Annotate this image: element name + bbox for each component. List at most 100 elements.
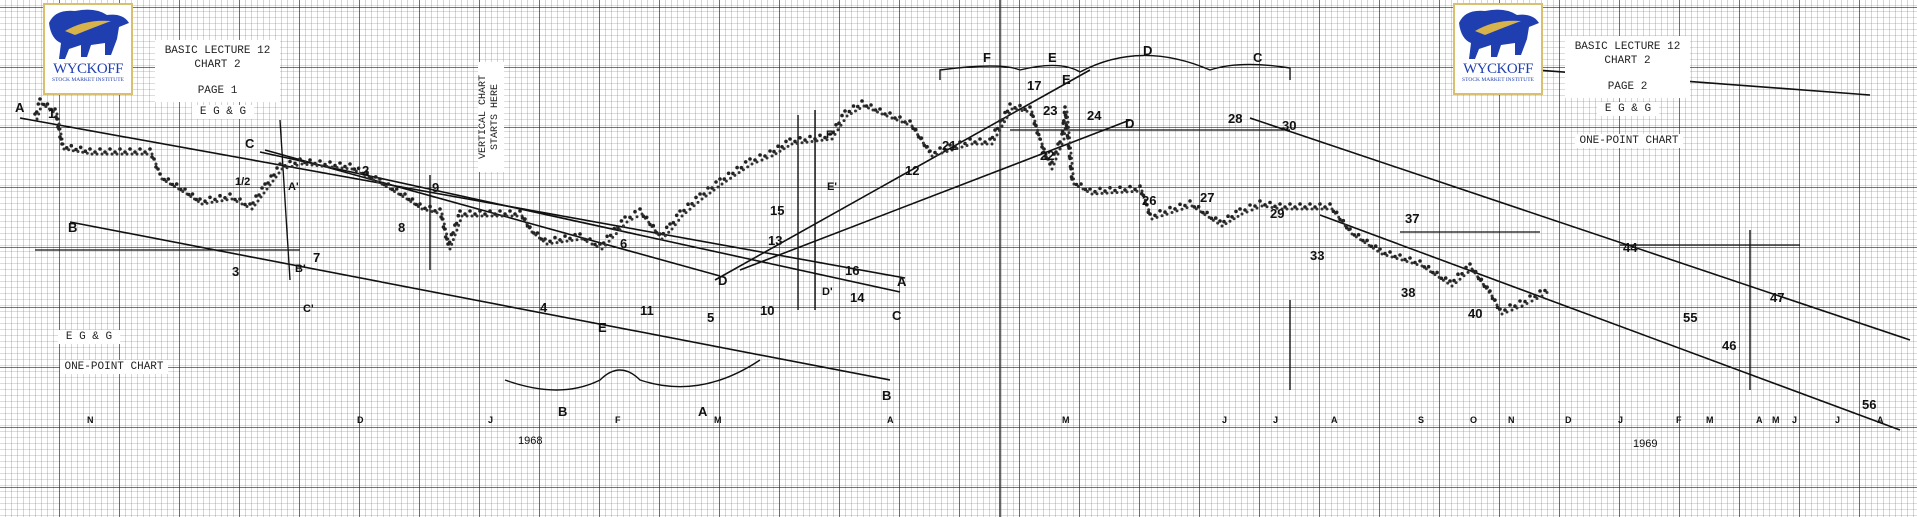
pf-point — [478, 209, 482, 213]
pf-point — [990, 142, 994, 146]
pf-point — [1090, 192, 1094, 196]
pf-point — [630, 217, 634, 221]
pf-point — [235, 200, 239, 203]
pf-point — [1433, 273, 1437, 277]
pf-point — [480, 214, 484, 218]
pf-point — [120, 152, 124, 156]
month-tick: F — [615, 415, 621, 425]
pf-point — [1310, 207, 1314, 211]
pf-point — [601, 241, 606, 245]
pf-point — [1083, 187, 1088, 192]
pf-point — [470, 214, 474, 218]
pf-point — [810, 140, 814, 143]
pf-point — [798, 136, 802, 140]
pf-point — [628, 215, 632, 220]
stock-name-page1: E G & G — [192, 105, 254, 119]
pf-point — [1493, 298, 1497, 302]
pf-point — [1458, 277, 1462, 281]
pf-point — [328, 160, 332, 164]
pf-point — [774, 152, 778, 156]
pf-point — [179, 187, 183, 192]
pf-point — [1163, 210, 1167, 214]
pf-point — [698, 192, 702, 196]
pf-point — [1385, 254, 1389, 257]
pf-point — [945, 150, 949, 153]
pf-point — [253, 203, 257, 207]
pf-point — [963, 141, 967, 146]
pf-point — [105, 152, 109, 156]
pf-point — [1479, 277, 1484, 282]
wave-point-label-27: 27 — [1200, 190, 1214, 205]
pf-point — [57, 122, 61, 126]
pf-point — [1258, 199, 1262, 203]
pf-point — [390, 187, 395, 192]
pf-point — [1110, 191, 1114, 195]
pf-point — [1361, 238, 1365, 243]
pf-point — [1308, 202, 1312, 206]
wave-point-label-37: 37 — [1405, 211, 1419, 226]
pf-point — [995, 126, 1000, 131]
pf-point — [1120, 190, 1124, 194]
pf-point — [416, 205, 420, 208]
pf-point — [1060, 142, 1064, 146]
pf-point — [1025, 109, 1029, 113]
pf-point — [825, 138, 829, 142]
pf-point — [641, 214, 646, 218]
wave-point-label-7: 7 — [313, 250, 320, 265]
pf-point — [425, 208, 429, 212]
pf-point — [1275, 206, 1279, 210]
pf-point — [741, 168, 745, 172]
page-label: PAGE 1 — [197, 85, 238, 97]
pf-point — [458, 209, 462, 213]
pf-point — [800, 141, 804, 145]
pf-point — [78, 145, 83, 150]
pf-point — [1300, 207, 1304, 211]
pf-point — [993, 138, 996, 141]
pf-point — [763, 154, 767, 158]
pf-point — [1338, 217, 1342, 222]
pf-point — [950, 148, 954, 152]
pf-point — [960, 145, 964, 149]
trend-line-label: D — [718, 273, 727, 288]
pf-point — [1508, 303, 1512, 307]
pf-point — [1538, 289, 1542, 293]
pf-point — [598, 242, 602, 246]
pf-point — [1305, 207, 1309, 211]
pf-point — [448, 247, 452, 251]
pf-point — [813, 137, 817, 141]
trend-line — [1319, 214, 1901, 431]
pf-point — [1270, 206, 1274, 209]
pf-point — [315, 164, 319, 167]
month-tick: N — [87, 415, 94, 425]
pf-point — [288, 159, 292, 164]
wave-point-label-23: 23 — [1043, 103, 1057, 118]
pf-point — [900, 120, 904, 124]
pf-point — [692, 204, 696, 208]
pf-point — [1058, 147, 1062, 151]
pf-point — [265, 187, 269, 191]
pf-point — [310, 163, 314, 167]
pf-point — [1456, 272, 1460, 277]
pf-point — [871, 108, 875, 112]
pf-point — [1135, 189, 1139, 193]
pf-point — [605, 234, 609, 239]
stock-name-page2: E G & G — [1597, 102, 1659, 116]
pf-point — [88, 147, 92, 151]
pf-point — [1454, 281, 1458, 285]
pf-point — [843, 109, 847, 113]
pf-point — [1203, 213, 1207, 217]
pf-point — [399, 192, 403, 197]
pf-point — [1069, 166, 1073, 171]
pf-point — [998, 129, 1001, 132]
pf-point — [313, 161, 317, 166]
wave-point-label-29: 29 — [1270, 206, 1284, 221]
pf-point — [455, 228, 459, 232]
pf-point — [475, 214, 479, 218]
pf-point — [1415, 263, 1419, 266]
trend-line — [259, 151, 901, 293]
pf-point — [845, 114, 849, 118]
pf-point — [1138, 184, 1142, 188]
pf-point — [860, 99, 864, 103]
pf-point — [456, 213, 461, 218]
pf-point — [37, 112, 41, 116]
